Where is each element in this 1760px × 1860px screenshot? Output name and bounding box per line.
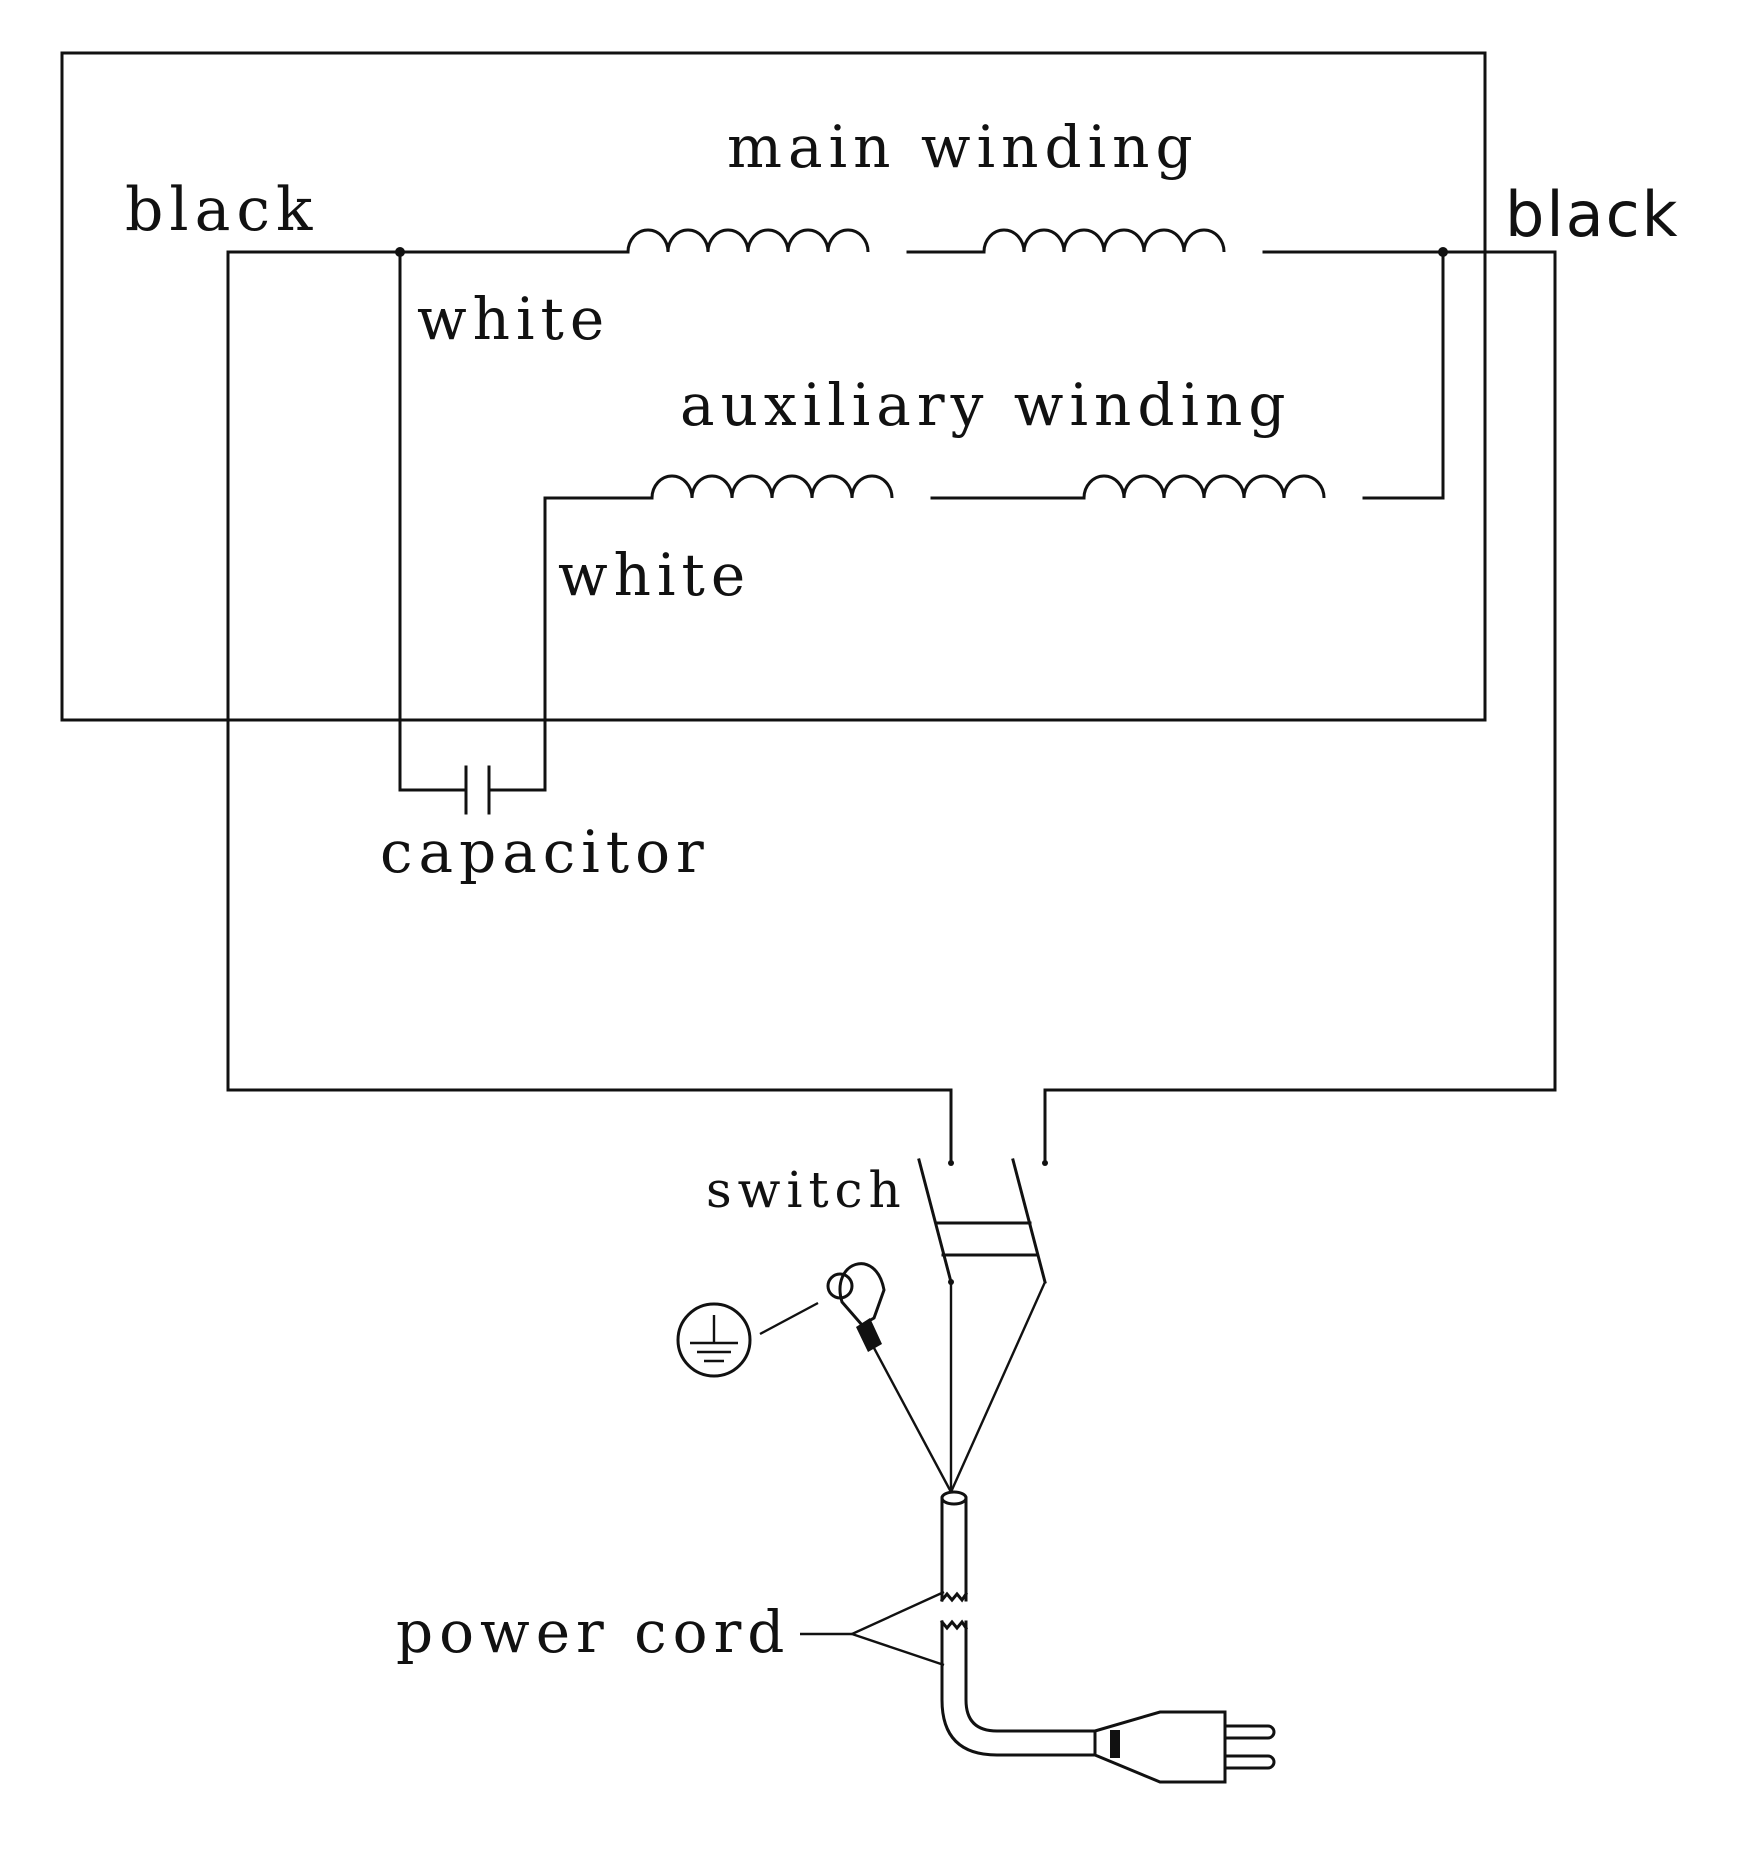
capacitor-symbol (464, 765, 491, 815)
motor-housing (60, 51, 1487, 722)
label-white-lower: white (558, 541, 751, 609)
power-cord (800, 1490, 1097, 1757)
main-winding (226, 228, 1557, 254)
label-switch: switch (706, 1161, 907, 1219)
label-main-winding: main winding (727, 113, 1199, 181)
junction-right (1438, 247, 1448, 257)
black-wire-right (1043, 250, 1557, 1165)
label-capacitor: capacitor (380, 818, 710, 886)
white-wire-left (398, 250, 467, 792)
plug-icon (1093, 1710, 1276, 1784)
label-black-left: black (125, 175, 318, 245)
label-white-upper: white (417, 285, 610, 353)
switch-symbol (917, 1158, 1047, 1285)
cord-leads (864, 1281, 1047, 1493)
label-black-right: black (1505, 178, 1680, 251)
black-wire-left (226, 250, 953, 1165)
label-auxiliary-winding: auxiliary winding (680, 371, 1292, 439)
ring-terminal-icon (759, 1262, 886, 1352)
label-power-cord: power cord (396, 1598, 790, 1666)
ground-icon (676, 1302, 752, 1378)
auxiliary-winding (543, 250, 1445, 500)
white-wire-right (488, 496, 547, 792)
